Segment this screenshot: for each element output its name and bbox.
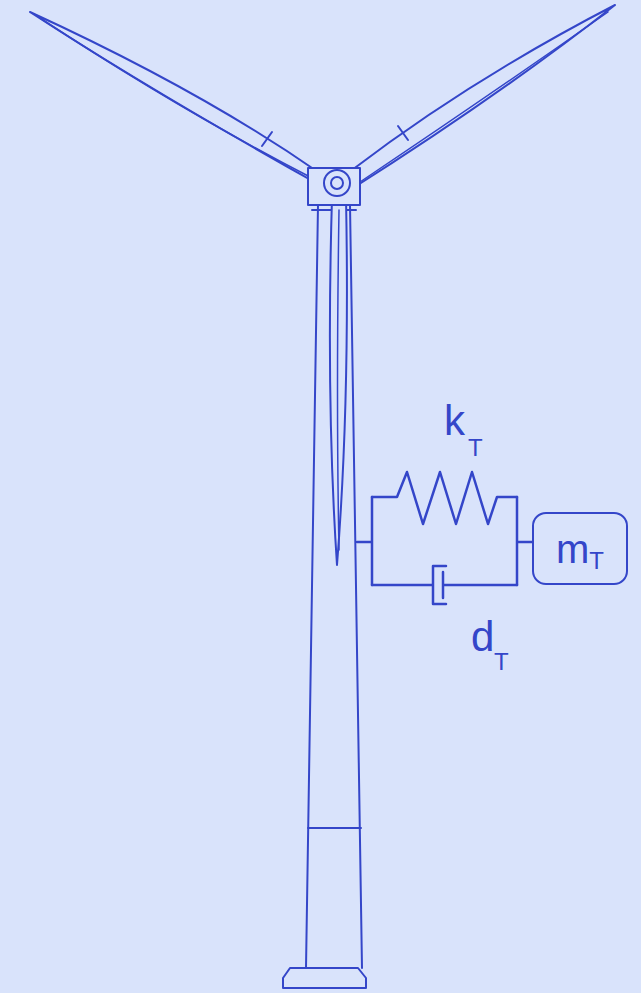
hub (324, 170, 350, 196)
mass-box: mT (532, 512, 628, 585)
blade-left-edge (40, 18, 312, 178)
tower-section-joint (308, 827, 361, 829)
damper-frame-right (517, 497, 532, 585)
blade-down-edge (338, 210, 340, 550)
nacelle (308, 168, 360, 205)
foundation (283, 968, 366, 988)
blade-down (330, 198, 347, 565)
spring-subscript: T (468, 436, 483, 460)
mass-label: m (556, 529, 589, 569)
blade-right (350, 5, 615, 190)
blade-left (30, 12, 325, 188)
dashpot (372, 566, 517, 604)
damper-subscript: T (494, 650, 509, 674)
damper-label: d (471, 616, 494, 658)
blade-left-mark (262, 132, 272, 146)
hub-center (331, 177, 343, 189)
spring (372, 472, 517, 524)
damper-frame-left (357, 497, 372, 585)
blade-right-edge (360, 12, 608, 182)
blade-right-mark (398, 126, 408, 140)
mass-subscript: T (589, 549, 604, 573)
spring-label: k (444, 400, 465, 442)
